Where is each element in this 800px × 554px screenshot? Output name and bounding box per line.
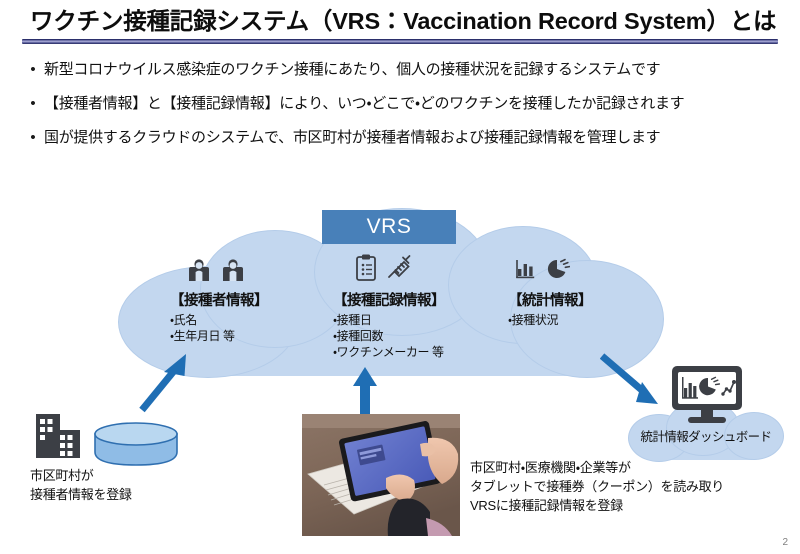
recipient-item: ・氏名 <box>170 313 197 327</box>
stats-icon-group <box>508 256 592 286</box>
arrow-cloud-to-dashboard-icon <box>599 352 680 412</box>
arrow-tablet-to-cloud-icon <box>352 366 378 420</box>
bullet-text: 新型コロナウイルス感染症のワクチン接種にあたり、個人の接種状況を記録するシステム… <box>44 61 661 78</box>
scan-caption-line1: 市区町村・医療機関・企業等が <box>470 460 631 475</box>
monitor-chart-icon <box>668 364 746 431</box>
database-icon <box>92 420 180 473</box>
title-block: ワクチン接種記録システム（VRS：Vaccination Record Syst… <box>0 0 800 46</box>
bullet-list: • 新型コロナウイルス感染症のワクチン接種にあたり、個人の接種状況を記録するシス… <box>22 58 782 160</box>
arrow-municipality-to-cloud-icon <box>138 352 198 414</box>
municipality-icon-group <box>30 406 230 466</box>
bullet-item: • 【接種者情報】と【接種記録情報】により、いつ・どこで・どのワクチンを接種した… <box>22 92 782 115</box>
dashboard-label: 統計情報ダッシュボード <box>640 430 773 444</box>
record-item: ・ワクチンメーカー 等 <box>333 345 444 359</box>
record-item: ・接種日 <box>333 313 372 327</box>
record-item: ・接種回数 <box>333 329 384 343</box>
municipality-caption: 市区町村が 接種者情報を登録 <box>30 466 230 504</box>
cloud-lobe <box>724 412 784 460</box>
bullet-marker-icon: • <box>30 95 36 112</box>
vrs-badge: VRS <box>322 210 456 244</box>
title-divider <box>22 39 778 44</box>
bullet-text: 国が提供するクラウドのシステムで、市区町村が接種者情報および接種記録情報を管理し… <box>44 129 661 146</box>
municipality-source-group: 市区町村が 接種者情報を登録 <box>30 406 230 504</box>
scan-caption-line3: VRSに接種記録情報を登録 <box>470 498 623 513</box>
dashboard-group: 統計情報ダッシュボード <box>626 366 786 470</box>
recipient-icon-group <box>170 256 268 286</box>
tablet-scanning-photo <box>302 414 460 536</box>
record-icon-group <box>333 253 445 286</box>
cloud-column-stats: 【統計情報】 ・接種状況 <box>508 256 593 328</box>
stats-item: ・接種状況 <box>508 313 559 327</box>
vrs-badge-label: VRS <box>366 215 412 238</box>
scan-caption-line2: タブレットで接種券（クーポン）を読み取り <box>470 479 725 494</box>
pie-chart-icon <box>546 257 571 286</box>
recipient-item: ・生年月日 等 <box>170 329 235 343</box>
municipality-caption-line2: 接種者情報を登録 <box>30 487 132 502</box>
record-heading: 【接種記録情報】 <box>333 293 446 309</box>
bullet-marker-icon: • <box>30 129 36 146</box>
person-icon <box>220 255 246 286</box>
bullet-item: • 国が提供するクラウドのシステムで、市区町村が接種者情報および接種記録情報を管… <box>22 126 782 149</box>
page-number: 2 <box>782 537 788 548</box>
cloud-column-recipient: 【接種者情報】 ・氏名 ・生年月日 等 <box>170 256 269 344</box>
scan-caption: 市区町村・医療機関・企業等が タブレットで接種券（クーポン）を読み取り VRSに… <box>470 458 800 515</box>
municipality-caption-line1: 市区町村が <box>30 468 94 483</box>
bullet-marker-icon: • <box>30 61 36 78</box>
bullet-item: • 新型コロナウイルス感染症のワクチン接種にあたり、個人の接種状況を記録するシス… <box>22 58 782 81</box>
cloud-lobe <box>510 260 664 378</box>
buildings-icon <box>34 410 86 465</box>
bar-chart-icon <box>514 257 538 286</box>
stats-heading: 【統計情報】 <box>508 293 593 309</box>
cloud-column-record: 【接種記録情報】 ・接種日 ・接種回数 ・ワクチンメーカー 等 <box>333 253 446 360</box>
person-icon <box>186 255 212 286</box>
page-title: ワクチン接種記録システム（VRS：Vaccination Record Syst… <box>30 8 777 34</box>
recipient-heading: 【接種者情報】 <box>170 293 269 309</box>
clipboard-icon <box>355 253 377 286</box>
syringe-icon <box>385 253 413 286</box>
bullet-text: 【接種者情報】と【接種記録情報】により、いつ・どこで・どのワクチンを接種したか記… <box>44 95 685 112</box>
